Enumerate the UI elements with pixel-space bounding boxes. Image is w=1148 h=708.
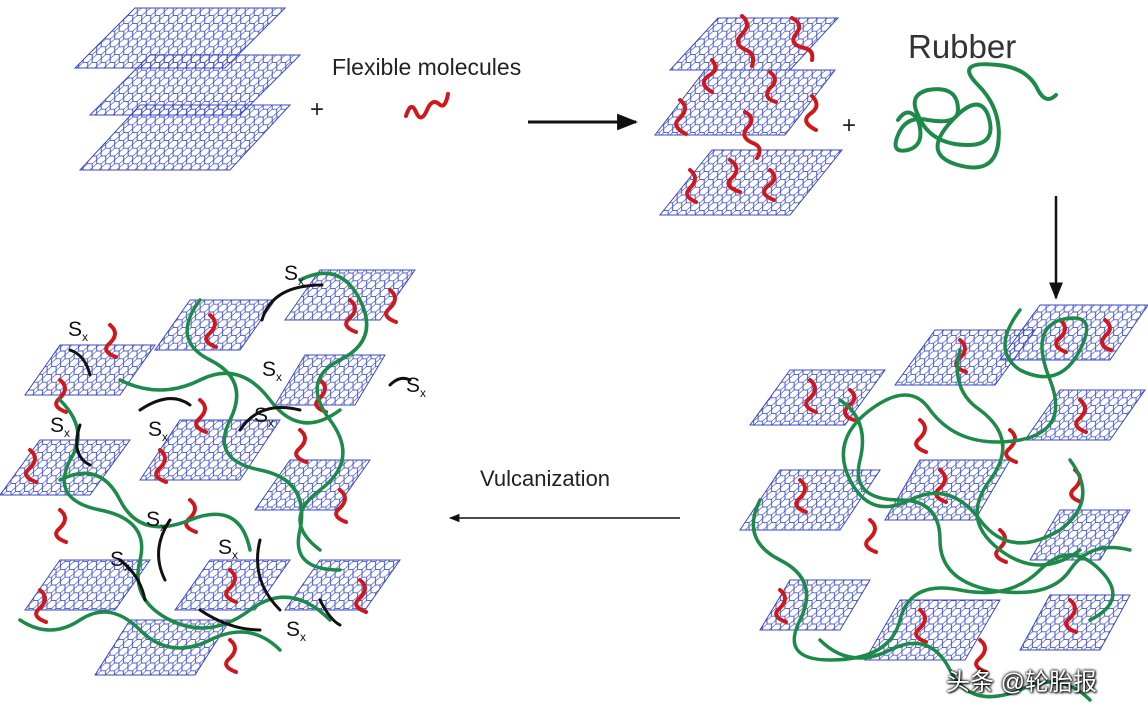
rubber-chain-icon xyxy=(893,62,1058,170)
graphene-sheet-icon xyxy=(658,149,844,216)
sx-label: Sx xyxy=(284,262,305,289)
flexible-molecule-icon xyxy=(404,92,450,120)
crosslinks xyxy=(68,283,412,632)
flexible-molecules-group xyxy=(674,14,819,204)
sx-label: Sx xyxy=(406,374,427,401)
sx-label: Sx xyxy=(254,404,275,431)
watermark: 头条 @轮胎报 xyxy=(946,669,1098,696)
sx-label: Sx xyxy=(110,548,131,575)
graphene-stack-initial xyxy=(73,7,302,171)
flexible-molecules-label: Flexible molecules xyxy=(332,54,522,80)
plus-sign: + xyxy=(310,96,325,123)
vulcanization-label: Vulcanization xyxy=(480,466,611,491)
sx-label: Sx xyxy=(262,358,283,385)
intercalated-graphene xyxy=(653,14,844,216)
graphene-sheet-icon xyxy=(653,69,837,136)
sx-label: Sx xyxy=(146,508,167,535)
vulcanized-network xyxy=(0,269,416,676)
sx-label: Sx xyxy=(218,536,239,563)
rubber-label: Rubber xyxy=(908,28,1017,65)
sx-label: Sx xyxy=(148,418,169,445)
plus-sign: + xyxy=(842,112,857,139)
sx-label: Sx xyxy=(286,618,307,645)
graphene-sheet-icon xyxy=(78,104,292,171)
sx-label: Sx xyxy=(68,318,89,345)
rubber-composite xyxy=(739,304,1148,702)
sx-label: Sx xyxy=(50,414,71,441)
